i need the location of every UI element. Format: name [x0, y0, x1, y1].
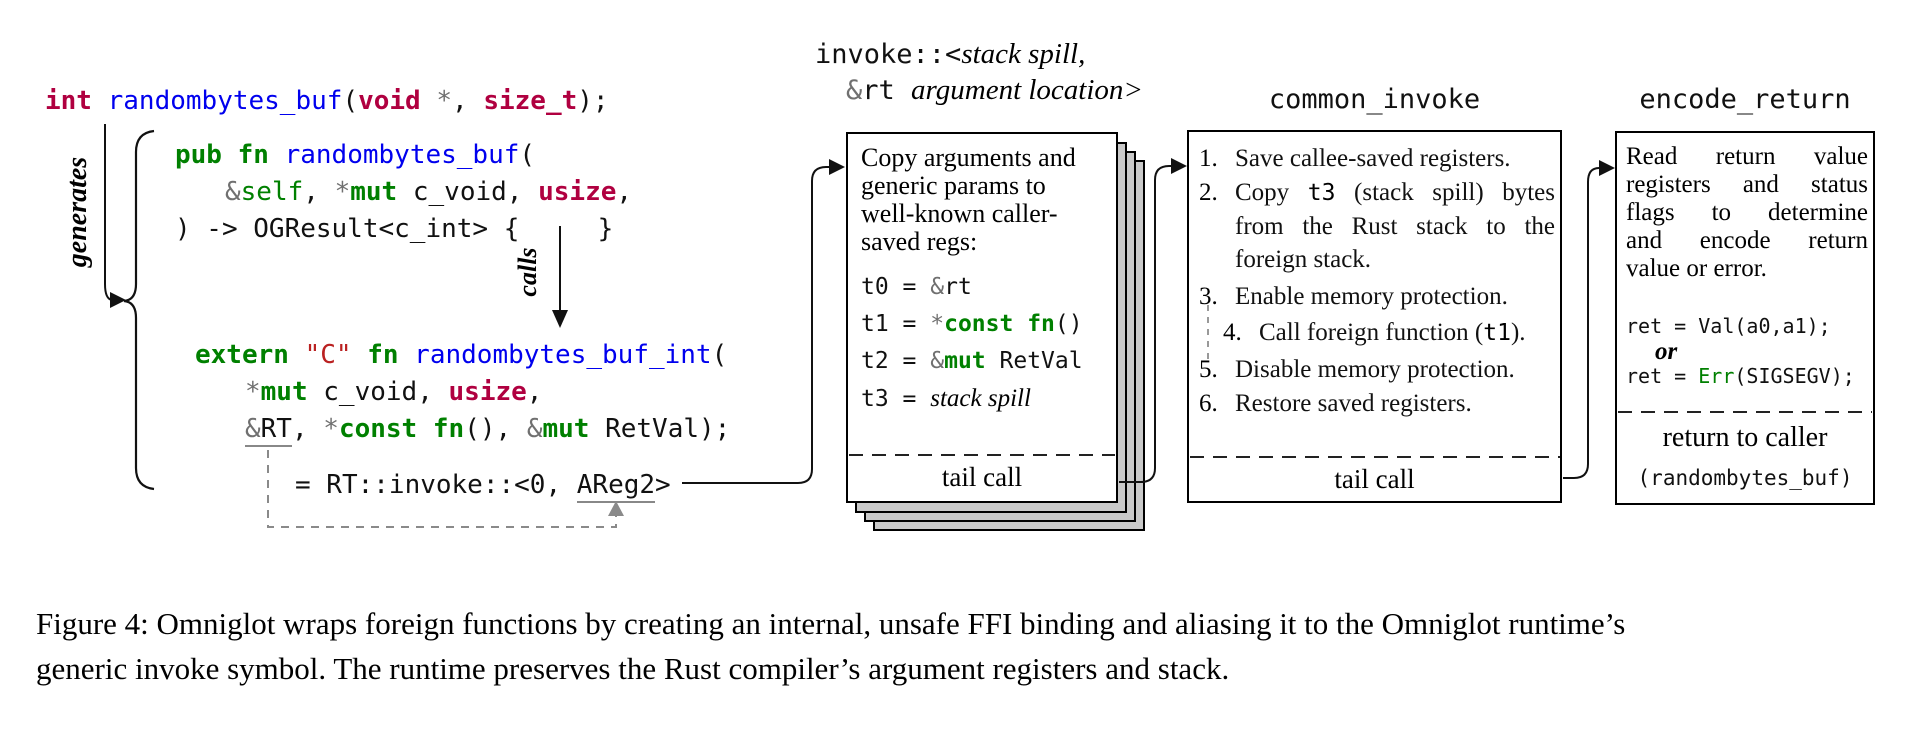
step-4-text: Call foreign function (t1). — [1259, 319, 1526, 346]
common-invoke-title: common_invoke — [1268, 84, 1481, 115]
step-3-number: 3. — [1199, 283, 1218, 310]
invoke-alias-line: = RT::invoke::<0, AReg2> — [295, 470, 671, 503]
assignment-t2: t2 = &mut RetVal — [861, 348, 1083, 374]
calls-label: calls — [513, 247, 542, 297]
step-6-text: Restore saved registers. — [1235, 390, 1472, 417]
extern-binding-line-3: &RT, *const fn(), &mut RetVal); — [245, 414, 730, 447]
return-to-caller-label: return to caller — [1662, 422, 1828, 453]
figure-caption-line-1: Figure 4: Omniglot wraps foreign functio… — [36, 606, 1626, 641]
step-1-text: Save callee-saved registers. — [1235, 145, 1511, 172]
step-5-number: 5. — [1199, 356, 1218, 383]
return-to-caller-symbol: (randombytes_buf) — [1637, 466, 1853, 490]
or-label: or — [1655, 338, 1678, 365]
step-6-number: 6. — [1199, 390, 1218, 417]
extern-binding-line-1: extern "C" fn randombytes_buf_int( — [195, 340, 728, 370]
invoke-to-common-arrowhead-icon — [1171, 158, 1187, 174]
step-2-text: Copy t3 (stack spill) bytes from the Rus… — [1235, 176, 1555, 276]
ret-val-statement: ret = Val(a0,a1); — [1626, 314, 1831, 338]
assign-to-invoke-arrowhead-icon — [829, 159, 845, 175]
step-1: 1. Save callee-saved registers. — [1199, 142, 1555, 175]
ret-err-statement: ret = Err(SIGSEGV); — [1626, 364, 1855, 388]
step-2-line-1: Copy t3 (stack spill) bytes — [1235, 179, 1555, 206]
step-2: 2. Copy t3 (stack spill) bytes from the … — [1199, 176, 1555, 276]
common-tail-call-label: tail call — [1334, 464, 1415, 494]
common-to-encode-arrow-line — [1563, 167, 1600, 479]
rust-wrapper-line-1: pub fn randombytes_buf( — [175, 140, 536, 170]
invoke-box-title-line-2: &rt argument location> — [846, 74, 1143, 106]
step-4: 4. Call foreign function (t1). — [1223, 316, 1555, 350]
step-2-line-2: from the Rust stack to the — [1235, 213, 1555, 240]
step-6: 6. Restore saved registers. — [1199, 387, 1555, 420]
step-3-text: Enable memory protection. — [1235, 283, 1508, 310]
generated-code-brace — [123, 129, 155, 491]
generates-label: generates — [62, 156, 93, 268]
common-to-encode-arrowhead-icon — [1599, 160, 1615, 176]
assignment-t1: t1 = *const fn() — [861, 311, 1083, 337]
encode-return-title: encode_return — [1639, 84, 1851, 115]
generates-arrowhead-icon — [110, 292, 126, 308]
calls-arrowhead-icon — [552, 310, 568, 328]
invoke-box-title-line-1: invoke::<stack spill, — [815, 38, 1086, 70]
generates-arrow-line — [104, 124, 113, 301]
figure-caption-line-2: generic invoke symbol. The runtime prese… — [36, 651, 1230, 686]
step-1-number: 1. — [1199, 145, 1218, 172]
step-5: 5. Disable memory protection. — [1199, 353, 1555, 386]
assignment-t3: t3 = stack spill — [861, 385, 1031, 412]
extern-binding-line-2: *mut c_void, usize, — [245, 377, 543, 407]
step-3: 3. Enable memory protection. — [1199, 280, 1555, 313]
c-declaration: int randombytes_buf(void *, size_t); — [45, 86, 609, 116]
common-invoke-box: 1. Save callee-saved registers. 2. Copy … — [1187, 130, 1562, 503]
step-4-number: 4. — [1223, 319, 1242, 346]
rt-to-areg2-arrowhead-icon — [608, 501, 624, 516]
step-2-number: 2. — [1199, 179, 1218, 206]
step-2-line-3: foreign stack. — [1235, 246, 1372, 273]
invoke-tail-call-label: tail call — [941, 462, 1023, 492]
rust-wrapper-line-3: ) -> OGResult<c_int> { } — [175, 214, 614, 244]
rust-wrapper-line-2: &self, *mut c_void, usize, — [225, 177, 633, 207]
assignment-t0: t0 = &rt — [861, 274, 972, 300]
step-5-text: Disable memory protection. — [1235, 356, 1515, 383]
